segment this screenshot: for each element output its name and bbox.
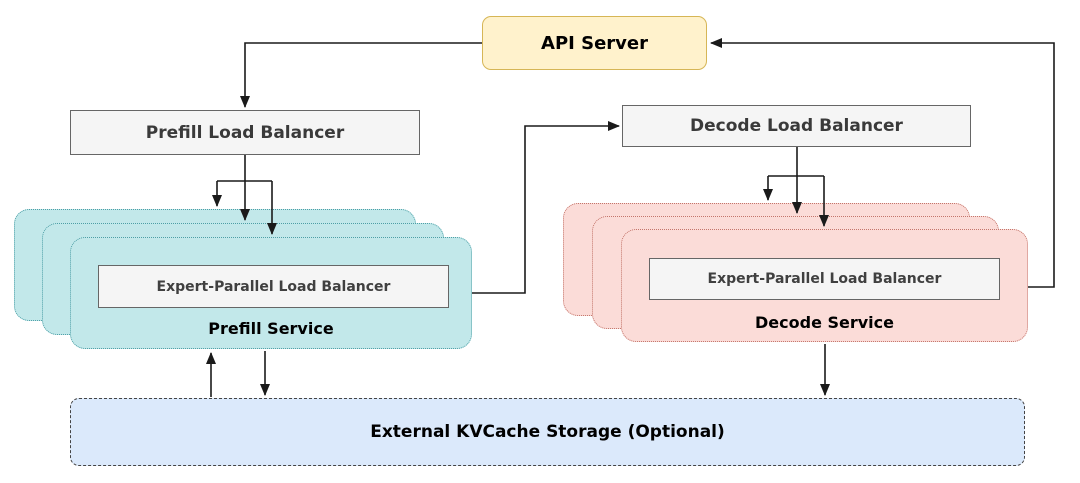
prefill-expert-parallel-load-balancer-label: Expert-Parallel Load Balancer xyxy=(156,278,391,295)
edge-api-to-prefill-lb xyxy=(240,42,482,108)
kvcache-storage-box: External KVCache Storage (Optional) xyxy=(70,398,1025,466)
prefill-service-label: Prefill Service xyxy=(208,319,334,338)
decode-service-label: Decode Service xyxy=(755,313,894,332)
prefill-load-balancer-label: Prefill Load Balancer xyxy=(145,122,345,143)
kvcache-storage-label: External KVCache Storage (Optional) xyxy=(370,422,725,442)
decode-expert-parallel-load-balancer-label: Expert-Parallel Load Balancer xyxy=(707,271,942,287)
decode-load-balancer-box: Decode Load Balancer xyxy=(622,105,971,147)
decode-load-balancer-label: Decode Load Balancer xyxy=(690,116,903,136)
prefill-service-box: Expert-Parallel Load Balancer Prefill Se… xyxy=(70,237,472,349)
api-server-box: API Server xyxy=(482,16,707,70)
prefill-load-balancer-box: Prefill Load Balancer xyxy=(70,110,420,155)
prefill-expert-parallel-load-balancer-box: Expert-Parallel Load Balancer xyxy=(98,265,449,308)
decode-service-box: Expert-Parallel Load Balancer Decode Ser… xyxy=(621,229,1028,342)
decode-expert-parallel-load-balancer-box: Expert-Parallel Load Balancer xyxy=(649,258,1000,300)
api-server-label: API Server xyxy=(541,32,648,54)
